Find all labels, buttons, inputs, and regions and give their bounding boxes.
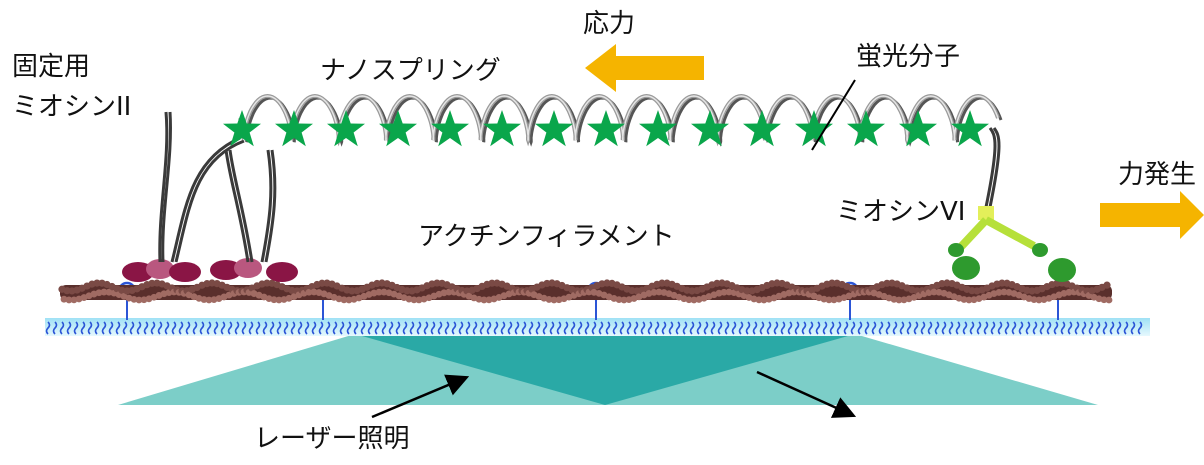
actin-monomer (60, 295, 68, 303)
laser-pointer-right (756, 370, 857, 418)
fluorophore-star (691, 110, 729, 147)
fluorophore-star (379, 110, 417, 147)
myosin-vi-label: ミオシンVI (836, 197, 966, 227)
fluorophore-star (327, 110, 365, 147)
fluorophore-star (743, 110, 781, 147)
actin-monomer (1065, 288, 1073, 296)
actin-monomer (820, 295, 828, 303)
actin-monomer (415, 296, 423, 304)
actin-monomer (895, 296, 903, 304)
actin-monomer (310, 288, 318, 296)
actin-monomer (270, 296, 278, 304)
actin-monomer (785, 289, 793, 297)
fluorophore-star (431, 110, 469, 147)
actin-monomer (405, 295, 413, 303)
actin-monomer (995, 289, 1003, 296)
actin-monomer (440, 289, 448, 297)
actin-monomer (1000, 288, 1008, 296)
actin-monomer (620, 296, 628, 304)
fluorophore-star (951, 110, 989, 147)
actin-monomer (545, 296, 553, 303)
actin-monomer (685, 296, 693, 304)
fluorescent-molecule-label: 蛍光分子 (856, 42, 961, 72)
actin-monomer (925, 289, 933, 296)
actin-monomer (615, 296, 623, 303)
actin-monomer (760, 296, 768, 304)
actin-monomer (1030, 296, 1038, 304)
actin-monomer (200, 296, 208, 303)
actin-monomer (825, 296, 833, 304)
actin-monomer (488, 279, 496, 287)
actin-monomer (930, 288, 938, 296)
actin-monomer (550, 296, 558, 304)
fluorophore-star (899, 110, 937, 147)
actin-monomer (743, 287, 751, 295)
actin-monomer (340, 296, 348, 304)
myosin-vi (948, 127, 1076, 282)
actin-filament (58, 279, 1113, 304)
actin-monomer (965, 296, 973, 304)
actin-monomer (830, 296, 838, 304)
actin-monomer (70, 296, 78, 304)
actin-monomer (380, 288, 388, 296)
actin-monomer (828, 279, 836, 287)
actin-monomer (475, 295, 483, 303)
actin-monomer (720, 288, 728, 296)
fluorophore-star (223, 110, 261, 147)
actin-filament-label: アクチンフィラメント (418, 222, 675, 252)
force-arrow (1100, 191, 1204, 239)
actin-monomer (655, 288, 663, 296)
fluorophore-pointer (811, 79, 856, 151)
actin-monomer (445, 288, 453, 296)
fluorophore-star (483, 110, 521, 147)
actin-monomer (305, 288, 313, 296)
actin-monomer (93, 279, 101, 287)
fluorophore-star (847, 110, 885, 147)
surface-linker-row (45, 321, 1143, 335)
actin-monomer (403, 287, 411, 295)
actin-monomer (658, 279, 666, 287)
actin-monomer (130, 295, 138, 303)
actin-monomer (480, 296, 488, 304)
anchor-myosin-label-line2: ミオシンII (12, 92, 132, 122)
fluorescent-molecules (223, 110, 989, 147)
actin-monomer (690, 296, 698, 304)
fluorophore-star (535, 110, 573, 147)
fluorophore-star (275, 110, 313, 147)
actin-monomer (1035, 296, 1043, 304)
fluorophore-star (587, 110, 625, 147)
nanospring-label: ナノスプリング (320, 56, 501, 86)
linker-squiggles (45, 321, 1143, 335)
actin-monomer (410, 296, 418, 304)
actin-monomer (135, 296, 143, 304)
actin-monomer (960, 296, 968, 303)
actin-monomer (375, 288, 383, 296)
actin-monomer (205, 296, 213, 304)
actin-monomer (1100, 296, 1108, 304)
actin-monomer (755, 296, 763, 304)
force-generation-label: 力発生 (1118, 160, 1197, 190)
actin-monomer (65, 296, 73, 304)
actin-monomer (345, 296, 353, 304)
stress-arrow (585, 44, 704, 92)
actin-monomer (650, 288, 658, 296)
actin-monomer (1105, 296, 1113, 304)
stress-label: 応力 (583, 9, 636, 39)
actin-monomer (890, 295, 898, 303)
myosin-ii-tails (158, 111, 277, 263)
laser-pointer-left (371, 374, 470, 419)
actin-monomer (100, 288, 108, 296)
actin-monomer (725, 288, 733, 296)
myosin-ii-heads (122, 258, 298, 282)
actin-monomer (275, 296, 283, 304)
laser-illumination-label: レーザー照明 (254, 424, 410, 454)
fluorophore-star (639, 110, 677, 147)
actin-monomer (95, 289, 103, 297)
laser-beam-dark (355, 334, 855, 405)
anchor-myosin-label-line1: 固定用 (12, 52, 91, 82)
fluorophore-star (795, 110, 833, 147)
actin-monomer (1103, 281, 1111, 289)
